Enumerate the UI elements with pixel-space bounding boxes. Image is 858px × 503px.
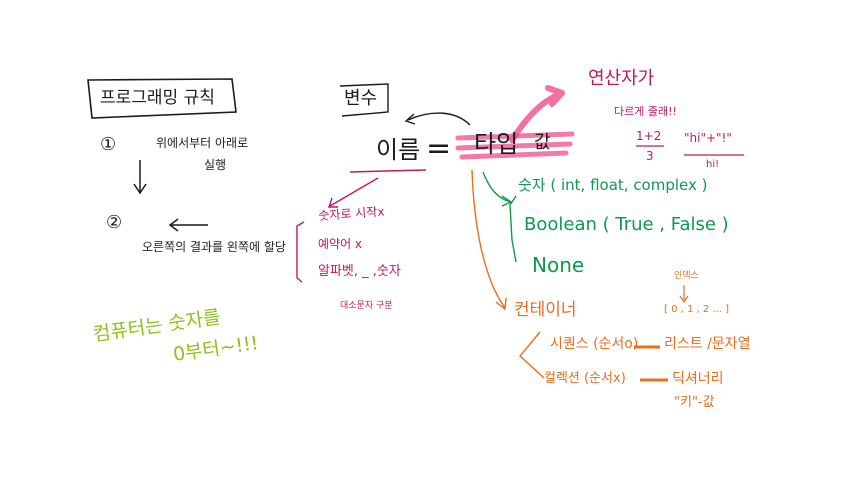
container-branch [519,331,545,379]
step1-number: ① [100,134,117,155]
types-brace [509,195,517,263]
naming-rule-4: 대소문자 구분 [340,301,393,311]
string-example: "hi"+"!" [684,131,732,145]
operator-arrow [509,85,565,143]
type-boolean: Boolean ( True , False ) [524,214,729,235]
key-value-note: "키"-값 [674,395,715,410]
value-word: 값 [534,132,551,153]
variable-box [339,83,389,117]
operator-subtitle: 다르게 줄래!! [614,105,677,118]
index-values: [ 0 , 1 , 2 ... ] [664,304,730,315]
naming-rule-2: 예약어 x [318,237,363,251]
type-word: 타입 [474,130,519,158]
collection-label: 컬렉션 (순서x) [544,371,626,386]
fraction-denominator: 3 [646,149,654,163]
sequence-result: 리스트 /문자열 [664,336,751,352]
name-underline [349,169,427,173]
container-label: 컨테이너 [514,300,577,320]
step2-number: ② [106,212,123,233]
naming-rule-3: 알파벳, _ ,숫자 [318,264,401,279]
type-number: 숫자 ( int, float, complex ) [518,176,708,194]
step1-text2: 실행 [204,158,227,172]
step1-text: 위에서부터 아래로 [156,136,249,150]
container-arrow [471,169,507,311]
types-arrow [482,171,513,207]
variable-label: 변수 [344,88,378,109]
rules-bracket [296,221,305,283]
fraction-numerator: 1+2 [636,129,662,143]
equals-sign: = [426,131,452,166]
collection-result: 딕셔너리 [672,371,724,387]
title-box [87,78,237,119]
curve-arrow [404,112,471,126]
down-arrow [133,160,147,195]
index-label: 인덱스 [674,271,699,281]
sequence-label: 시퀀스 (순서o) [550,336,639,352]
left-arrow [168,218,208,232]
name-word: 이름 [376,136,421,164]
step2-text: 오른쪽의 결과를 왼쪽에 할당 [142,240,286,254]
index-arrow [679,285,689,304]
rules-title: 프로그래밍 규칙 [100,88,215,108]
operator-title: 연산자가 [588,68,655,89]
string-result: hi! [706,159,720,170]
rules-arrow [328,177,379,208]
type-none: None [532,253,585,277]
